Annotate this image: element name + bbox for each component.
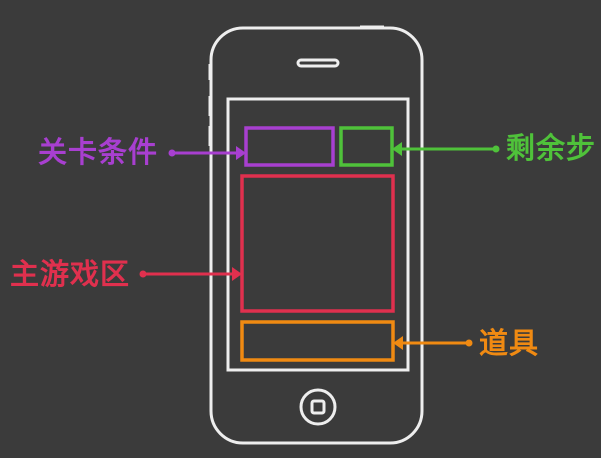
level-condition-pointer xyxy=(236,146,246,160)
main-game-area-callout xyxy=(139,174,395,313)
remaining-steps-dot xyxy=(492,145,500,153)
phone-body xyxy=(209,26,424,445)
main-game-area-pointer xyxy=(232,267,242,281)
phone-screen xyxy=(226,97,410,372)
props-box xyxy=(240,320,395,362)
level-condition-box xyxy=(244,126,335,167)
level-condition-label: 关卡条件 xyxy=(38,135,159,169)
level-condition-callout xyxy=(168,126,335,167)
remaining-steps-box xyxy=(339,126,394,167)
remaining-steps-callout xyxy=(339,126,500,167)
remaining-steps-pointer xyxy=(392,142,402,156)
phone-outline xyxy=(208,25,424,445)
home-button xyxy=(299,388,337,426)
props-pointer xyxy=(393,336,403,350)
props-callout xyxy=(240,320,473,362)
props-dot xyxy=(465,339,473,347)
level-condition-dot xyxy=(168,149,176,157)
phone-speaker xyxy=(296,58,340,68)
main-game-area-label: 主游戏区 xyxy=(10,257,131,291)
main-game-area-box xyxy=(240,174,395,313)
main-game-area-dot xyxy=(139,270,147,278)
remaining-steps-label: 剩余步 xyxy=(506,131,597,165)
props-label: 道具 xyxy=(479,326,540,360)
home-button-square xyxy=(310,399,326,415)
